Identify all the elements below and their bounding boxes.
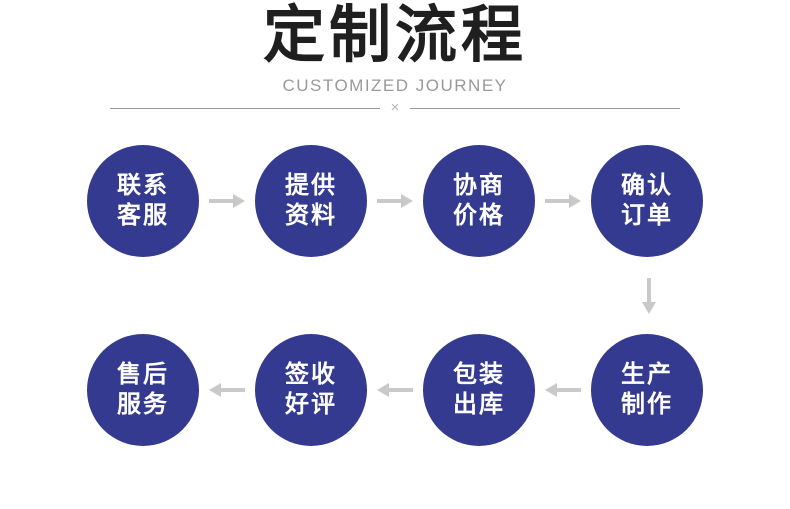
step-production: 生产 制作	[591, 334, 703, 446]
step-label: 制作	[621, 391, 673, 418]
step-contact-service: 联系 客服	[87, 145, 199, 257]
step-label: 好评	[285, 391, 337, 418]
divider-line-right	[410, 107, 681, 109]
step-label: 客服	[117, 202, 169, 229]
page-title: 定制流程	[262, 1, 527, 70]
step-negotiate-price: 协商 价格	[423, 145, 535, 257]
step-label: 服务	[117, 391, 169, 418]
step-sign-positive-review: 签收 好评	[255, 334, 367, 446]
step-label: 资料	[285, 202, 337, 229]
step-label: 价格	[453, 202, 505, 229]
step-label: 包装	[453, 361, 505, 388]
step-label: 出库	[453, 391, 505, 418]
divider-line-left	[110, 107, 380, 109]
arrow-left-icon	[367, 334, 423, 446]
step-after-sales-service: 售后 服务	[87, 334, 199, 446]
step-confirm-order: 确认 订单	[591, 145, 703, 257]
arrow-right-icon	[535, 145, 591, 257]
page-subtitle: CUSTOMIZED JOURNEY	[282, 76, 508, 95]
step-label: 生产	[621, 361, 673, 388]
step-label: 协商	[453, 172, 505, 199]
flow-row-bottom: 售后 服务 签收 好评 包装 出库	[0, 334, 790, 446]
arrow-left-icon	[199, 334, 255, 446]
arrow-down-icon	[640, 277, 658, 320]
arrow-right-icon	[367, 145, 423, 257]
arrow-right-icon	[199, 145, 255, 257]
step-packing-outbound: 包装 出库	[423, 334, 535, 446]
step-label: 签收	[285, 361, 337, 388]
step-label: 确认	[621, 172, 673, 199]
step-label: 提供	[285, 172, 337, 199]
step-label: 售后	[117, 361, 169, 388]
flow-row-top: 联系 客服 提供 资料 协商 价格	[0, 145, 790, 257]
divider-x-mark: ×	[390, 99, 400, 116]
step-label: 订单	[621, 202, 673, 229]
step-label: 联系	[117, 172, 169, 199]
step-provide-materials: 提供 资料	[255, 145, 367, 257]
arrow-left-icon	[535, 334, 591, 446]
title-divider: ×	[110, 99, 681, 117]
